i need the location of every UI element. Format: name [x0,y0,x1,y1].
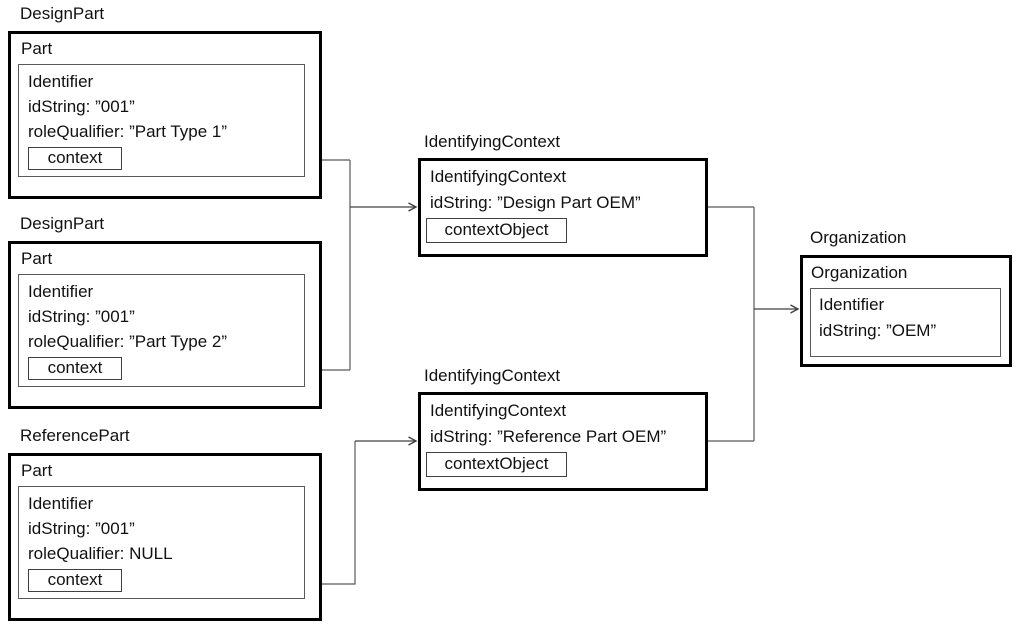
design-part-1-label: DesignPart [20,4,105,23]
part-title: Part [21,461,53,480]
identifier-box: Identifier idString: ”001” roleQualifier… [18,64,305,177]
organization-title: Organization [811,263,908,282]
identifying-context-2-label: IdentifyingContext [424,366,561,385]
identifying-context-title: IdentifyingContext [430,167,567,186]
context-port: context [28,569,122,592]
design-part-2-box: Part Identifier idString: ”001” roleQual… [8,241,322,409]
part-title: Part [21,39,53,58]
part-title: Part [21,249,53,268]
id-string-value: idString: ”001” [28,519,135,538]
id-string-value: idString: ”Design Part OEM” [430,193,641,212]
reference-part-box: Part Identifier idString: ”001” roleQual… [8,453,322,621]
identifier-box: Identifier idString: ”OEM” [810,288,1001,357]
identifier-box: Identifier idString: ”001” roleQualifier… [18,274,305,387]
design-part-1-box: Part Identifier idString: ”001” roleQual… [8,31,322,199]
identifier-title: Identifier [28,494,94,513]
reference-part-label: ReferencePart [20,426,130,445]
organization-box: Organization Identifier idString: ”OEM” [800,255,1012,367]
context-port: context [28,357,122,380]
identifying-context-title: IdentifyingContext [430,401,567,420]
design-part-2-label: DesignPart [20,214,105,233]
identifier-title: Identifier [28,72,94,91]
id-string-value: idString: ”Reference Part OEM” [430,427,667,446]
organization-label: Organization [810,228,907,247]
context-port: context [28,147,122,170]
id-string-value: idString: ”001” [28,307,135,326]
role-qualifier-value: roleQualifier: ”Part Type 1” [28,122,228,141]
id-string-value: idString: ”001” [28,97,135,116]
context-object-merge-line [708,206,755,442]
identifier-box: Identifier idString: ”001” roleQualifier… [18,486,305,599]
context-object-port: contextObject [426,452,567,477]
identifying-context-2-box: IdentifyingContext idString: ”Reference … [418,392,708,491]
id-string-value: idString: ”OEM” [819,321,937,340]
identifying-context-1-box: IdentifyingContext idString: ”Design Par… [418,158,708,257]
identifier-title: Identifier [28,282,94,301]
identifier-title: Identifier [819,295,885,314]
context-object-port: contextObject [426,218,567,243]
role-qualifier-value: roleQualifier: ”Part Type 2” [28,332,228,351]
identifying-context-1-label: IdentifyingContext [424,132,561,151]
role-qualifier-value: roleQualifier: NULL [28,544,173,563]
